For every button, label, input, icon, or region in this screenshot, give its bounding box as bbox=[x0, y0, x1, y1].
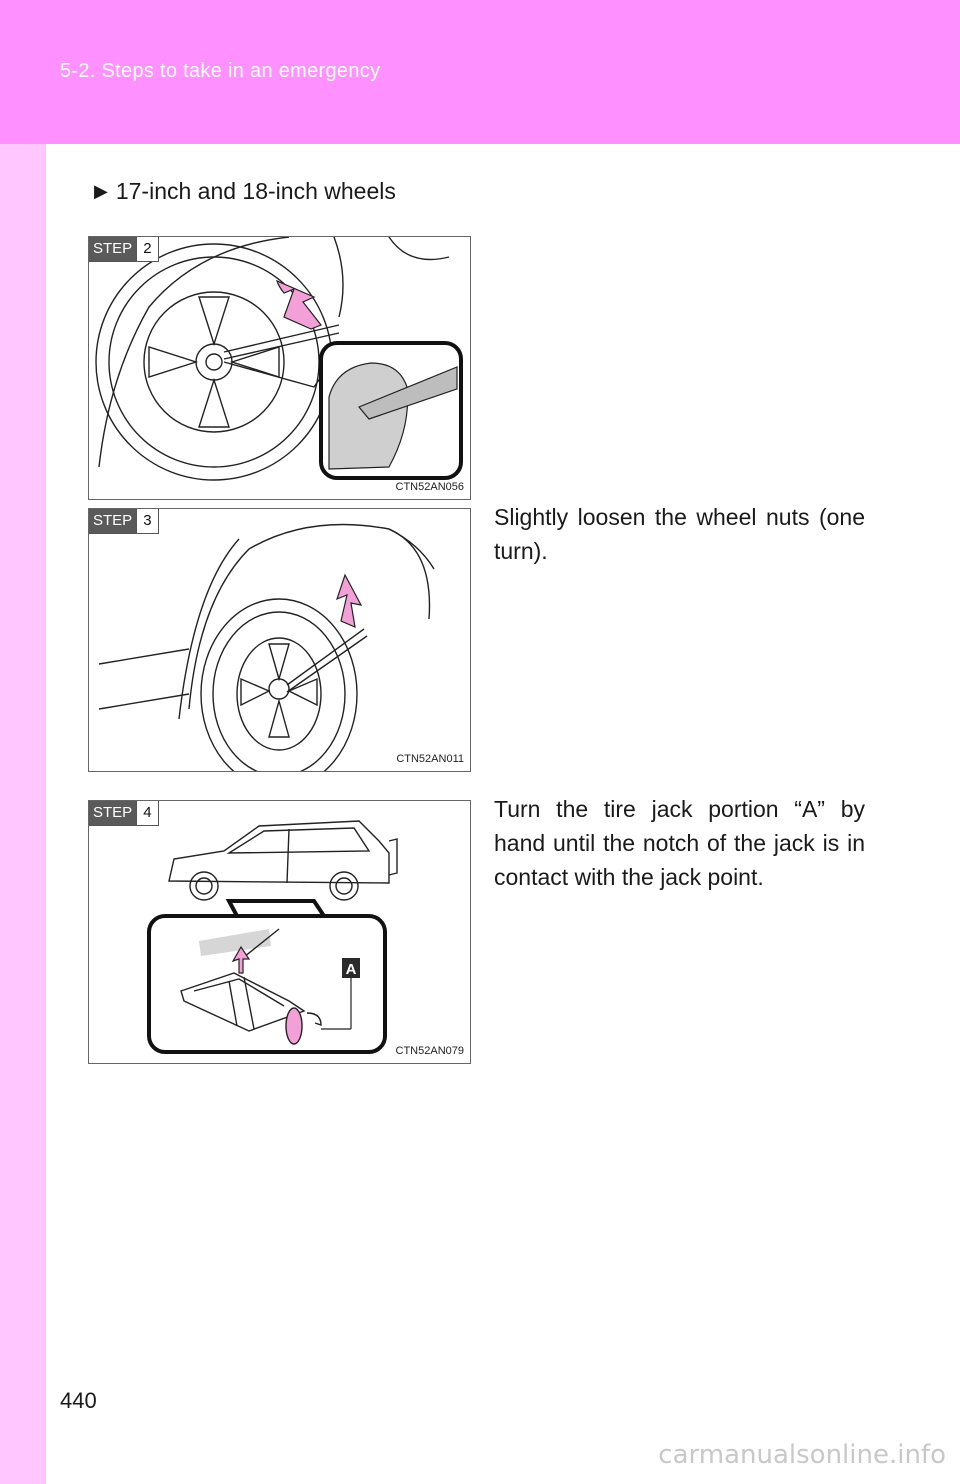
page-number: 440 bbox=[60, 1388, 97, 1413]
figure-code: CTN52AN079 bbox=[395, 1045, 464, 1057]
step-tag: STEP 3 bbox=[89, 509, 159, 534]
page-header-band: 5-2. Steps to take in an emergency bbox=[0, 0, 960, 144]
step-tag: STEP 4 bbox=[89, 801, 159, 826]
wheel-type-heading: ▶ 17-inch and 18-inch wheels bbox=[94, 178, 396, 205]
step-tag-word: STEP bbox=[89, 237, 137, 261]
wheel-type-heading-text: 17-inch and 18-inch wheels bbox=[115, 178, 396, 204]
callout-label-a: A bbox=[346, 961, 357, 978]
section-title: 5-2. Steps to take in an emergency bbox=[60, 60, 381, 82]
figure-step-4: A STEP 4 CTN52AN079 bbox=[88, 800, 471, 1064]
step-tag: STEP 2 bbox=[89, 237, 159, 262]
watermark: carmanualsonline.info bbox=[658, 1440, 946, 1470]
step-tag-number: 4 bbox=[136, 801, 158, 825]
step-3-instructions: Slightly loosen the wheel nuts (one turn… bbox=[494, 504, 865, 564]
page-side-strip bbox=[0, 0, 46, 1484]
figure-code: CTN52AN056 bbox=[395, 481, 464, 493]
wheel-nut-wrench-illustration bbox=[95, 237, 463, 481]
loosen-nuts-illustration bbox=[98, 523, 435, 771]
step-tag-number: 2 bbox=[136, 237, 158, 261]
tire-jack-illustration: A bbox=[147, 820, 398, 1054]
figure-code: CTN52AN011 bbox=[396, 753, 464, 765]
step-tag-word: STEP bbox=[89, 801, 137, 825]
figure-step-3: STEP 3 CTN52AN011 bbox=[88, 508, 471, 772]
step-tag-word: STEP bbox=[89, 509, 137, 533]
bullet-arrow-icon: ▶ bbox=[94, 181, 108, 201]
step-tag-number: 3 bbox=[136, 509, 158, 533]
step-4-instructions: Turn the tire jack portion “A” by hand u… bbox=[494, 796, 865, 890]
figure-step-2: STEP 2 CTN52AN056 bbox=[88, 236, 471, 500]
